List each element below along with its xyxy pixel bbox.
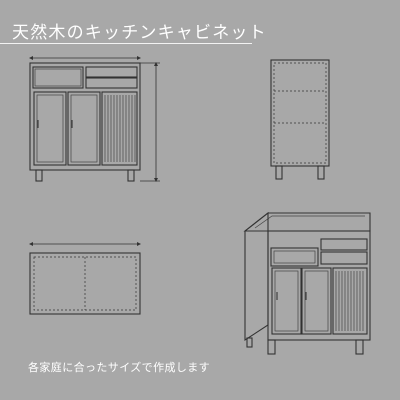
- front-drawer-left: [32, 66, 84, 89]
- perspective-door-center-inner: [304, 270, 329, 332]
- perspective-drawer-right-bottom: [320, 251, 368, 265]
- front-body-outline: [29, 62, 141, 171]
- perspective-slatted-door: [332, 267, 368, 335]
- front-drawer-left-inner: [34, 68, 82, 87]
- front-leg-right: [127, 169, 135, 182]
- perspective-front-face: [267, 230, 371, 341]
- front-door-left: [33, 91, 67, 166]
- perspective-leg-front-left: [267, 339, 276, 355]
- perspective-door-left-inner: [274, 270, 299, 332]
- front-slatted-door-slats: [104, 95, 136, 162]
- perspective-drawer-left: [270, 247, 319, 267]
- perspective-door-left: [271, 267, 302, 335]
- front-leg-left: [35, 169, 43, 182]
- perspective-drawer-right-top: [320, 238, 368, 251]
- front-drawer-right-top: [85, 66, 138, 78]
- front-door-center: [67, 91, 101, 166]
- perspective-leg-front-right: [355, 339, 364, 355]
- side-leg-left: [275, 165, 283, 180]
- front-slatted-door: [101, 91, 138, 166]
- perspective-leg-back-left: [246, 337, 253, 348]
- title-underline: [0, 43, 252, 44]
- side-view-drawing: [270, 59, 330, 180]
- perspective-door-center: [301, 267, 332, 335]
- perspective-top-lip: [254, 215, 365, 229]
- side-leg-right: [317, 165, 325, 180]
- page-title: 天然木のキッチンキャビネット: [12, 23, 267, 43]
- perspective-drawer-left-inner: [273, 250, 316, 264]
- front-view-drawing: [29, 56, 160, 182]
- side-inner-hidden-line: [273, 62, 327, 164]
- caption-text: 各家庭に合ったサイズで作成します: [28, 361, 211, 374]
- perspective-side-face: [244, 211, 269, 342]
- perspective-view-drawing: [243, 211, 371, 355]
- front-door-left-inner: [36, 94, 64, 163]
- top-view-drawing: [29, 242, 141, 315]
- top-body-outline: [29, 252, 141, 315]
- front-drawer-right-bottom: [85, 77, 138, 89]
- perspective-slatted-door-slats: [335, 271, 364, 331]
- side-body-outline: [270, 59, 330, 167]
- front-door-center-inner: [70, 94, 98, 163]
